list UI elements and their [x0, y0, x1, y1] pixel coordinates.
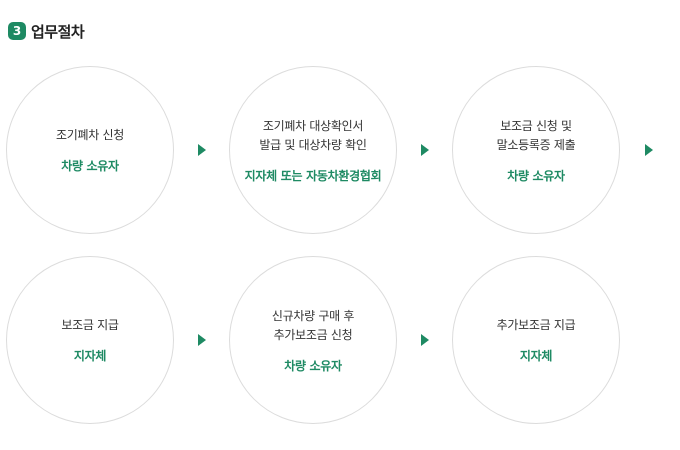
process-step-3: 보조금 신청 및 말소등록증 제출 차량 소유자 [452, 66, 620, 234]
step-3-actor: 차량 소유자 [507, 168, 565, 183]
step-2-actor: 지자체 또는 자동차환경협회 [244, 168, 382, 183]
step-5-description: 신규차량 구매 후 추가보조금 신청 [271, 308, 355, 342]
process-step-5: 신규차량 구매 후 추가보조금 신청 차량 소유자 [229, 256, 397, 424]
step-1-description: 조기폐차 신청 [56, 128, 124, 142]
step-4-actor: 지자체 [73, 349, 107, 363]
step-3-description: 보조금 신청 및 말소등록증 제출 [496, 118, 576, 152]
step-4-description: 보조금 지급 [61, 318, 119, 332]
step-6-description: 추가보조금 지급 [496, 318, 576, 332]
arrow-right-icon [198, 334, 206, 346]
step-6-actor: 지자체 [519, 349, 553, 363]
process-step-4: 보조금 지급 지자체 [6, 256, 174, 424]
process-step-1: 조기폐차 신청 차량 소유자 [6, 66, 174, 234]
section-header: 3 업무절차 [8, 20, 85, 42]
arrow-right-icon [198, 144, 206, 156]
arrow-right-icon [645, 144, 653, 156]
step-2-description: 조기폐차 대상확인서 발급 및 대상차량 확인 [259, 118, 367, 152]
section-title: 업무절차 [31, 22, 85, 41]
arrow-right-icon [421, 144, 429, 156]
process-step-6: 추가보조금 지급 지자체 [452, 256, 620, 424]
step-5-actor: 차량 소유자 [284, 358, 342, 373]
arrow-right-icon [421, 334, 429, 346]
step-1-actor: 차량 소유자 [61, 159, 119, 173]
process-step-2: 조기폐차 대상확인서 발급 및 대상차량 확인 지자체 또는 자동차환경협회 [229, 66, 397, 234]
step-number-badge: 3 [8, 22, 26, 40]
